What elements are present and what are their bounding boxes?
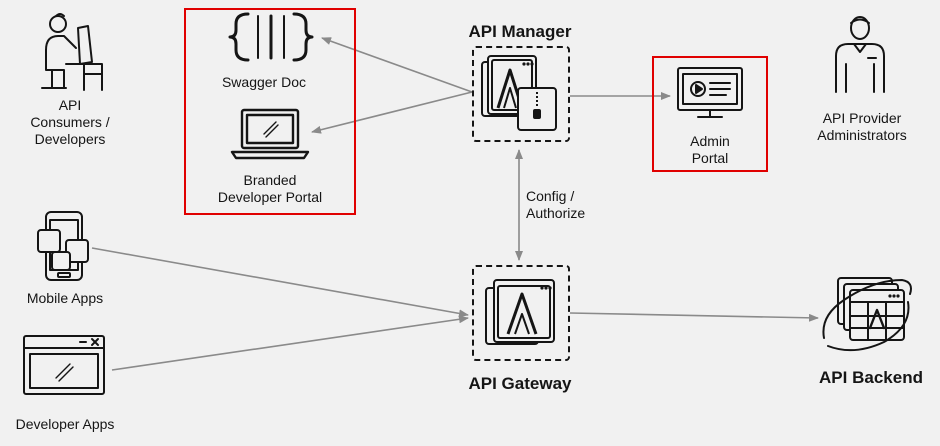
api-manager-icon [481, 55, 557, 131]
api-consumers-label: API Consumers / Developers [30, 97, 110, 147]
admin-portal-highlight [652, 56, 768, 172]
api-gateway-icon [485, 279, 555, 345]
api-gateway-box[interactable] [472, 265, 570, 361]
api-backend-icon [822, 277, 912, 352]
edge-mobile-to-gateway [91, 247, 469, 318]
edge-manager-to-portal [311, 91, 473, 134]
edge-manager-to-swagger [321, 37, 473, 93]
person-icon [835, 16, 885, 93]
mobile-apps-icon [37, 211, 89, 281]
edge-devapps-to-gateway [111, 315, 469, 371]
api-manager-box[interactable] [472, 46, 570, 142]
api-manager-title: API Manager [468, 22, 572, 41]
mobile-apps-label: Mobile Apps [26, 290, 104, 306]
curly-braces-icon [228, 12, 314, 62]
admin-portal-label: Admin Portal [690, 133, 730, 166]
developer-portal-highlight [184, 8, 356, 215]
laptop-icon [230, 108, 310, 160]
config-authorize-label: Config / Authorize [526, 188, 586, 221]
monitor-icon [677, 67, 743, 118]
edge-gateway-to-backend [569, 312, 819, 322]
swagger-doc-label: Swagger Doc [221, 74, 307, 90]
branded-portal-label: Branded Developer Portal [217, 172, 323, 205]
developer-apps-label: Developer Apps [15, 416, 115, 432]
developer-at-desk-icon [41, 13, 103, 91]
api-provider-label: API Provider Administrators [817, 110, 907, 143]
app-window-icon [23, 335, 105, 395]
api-gateway-title: API Gateway [468, 374, 572, 393]
api-backend-title: API Backend [819, 368, 923, 387]
